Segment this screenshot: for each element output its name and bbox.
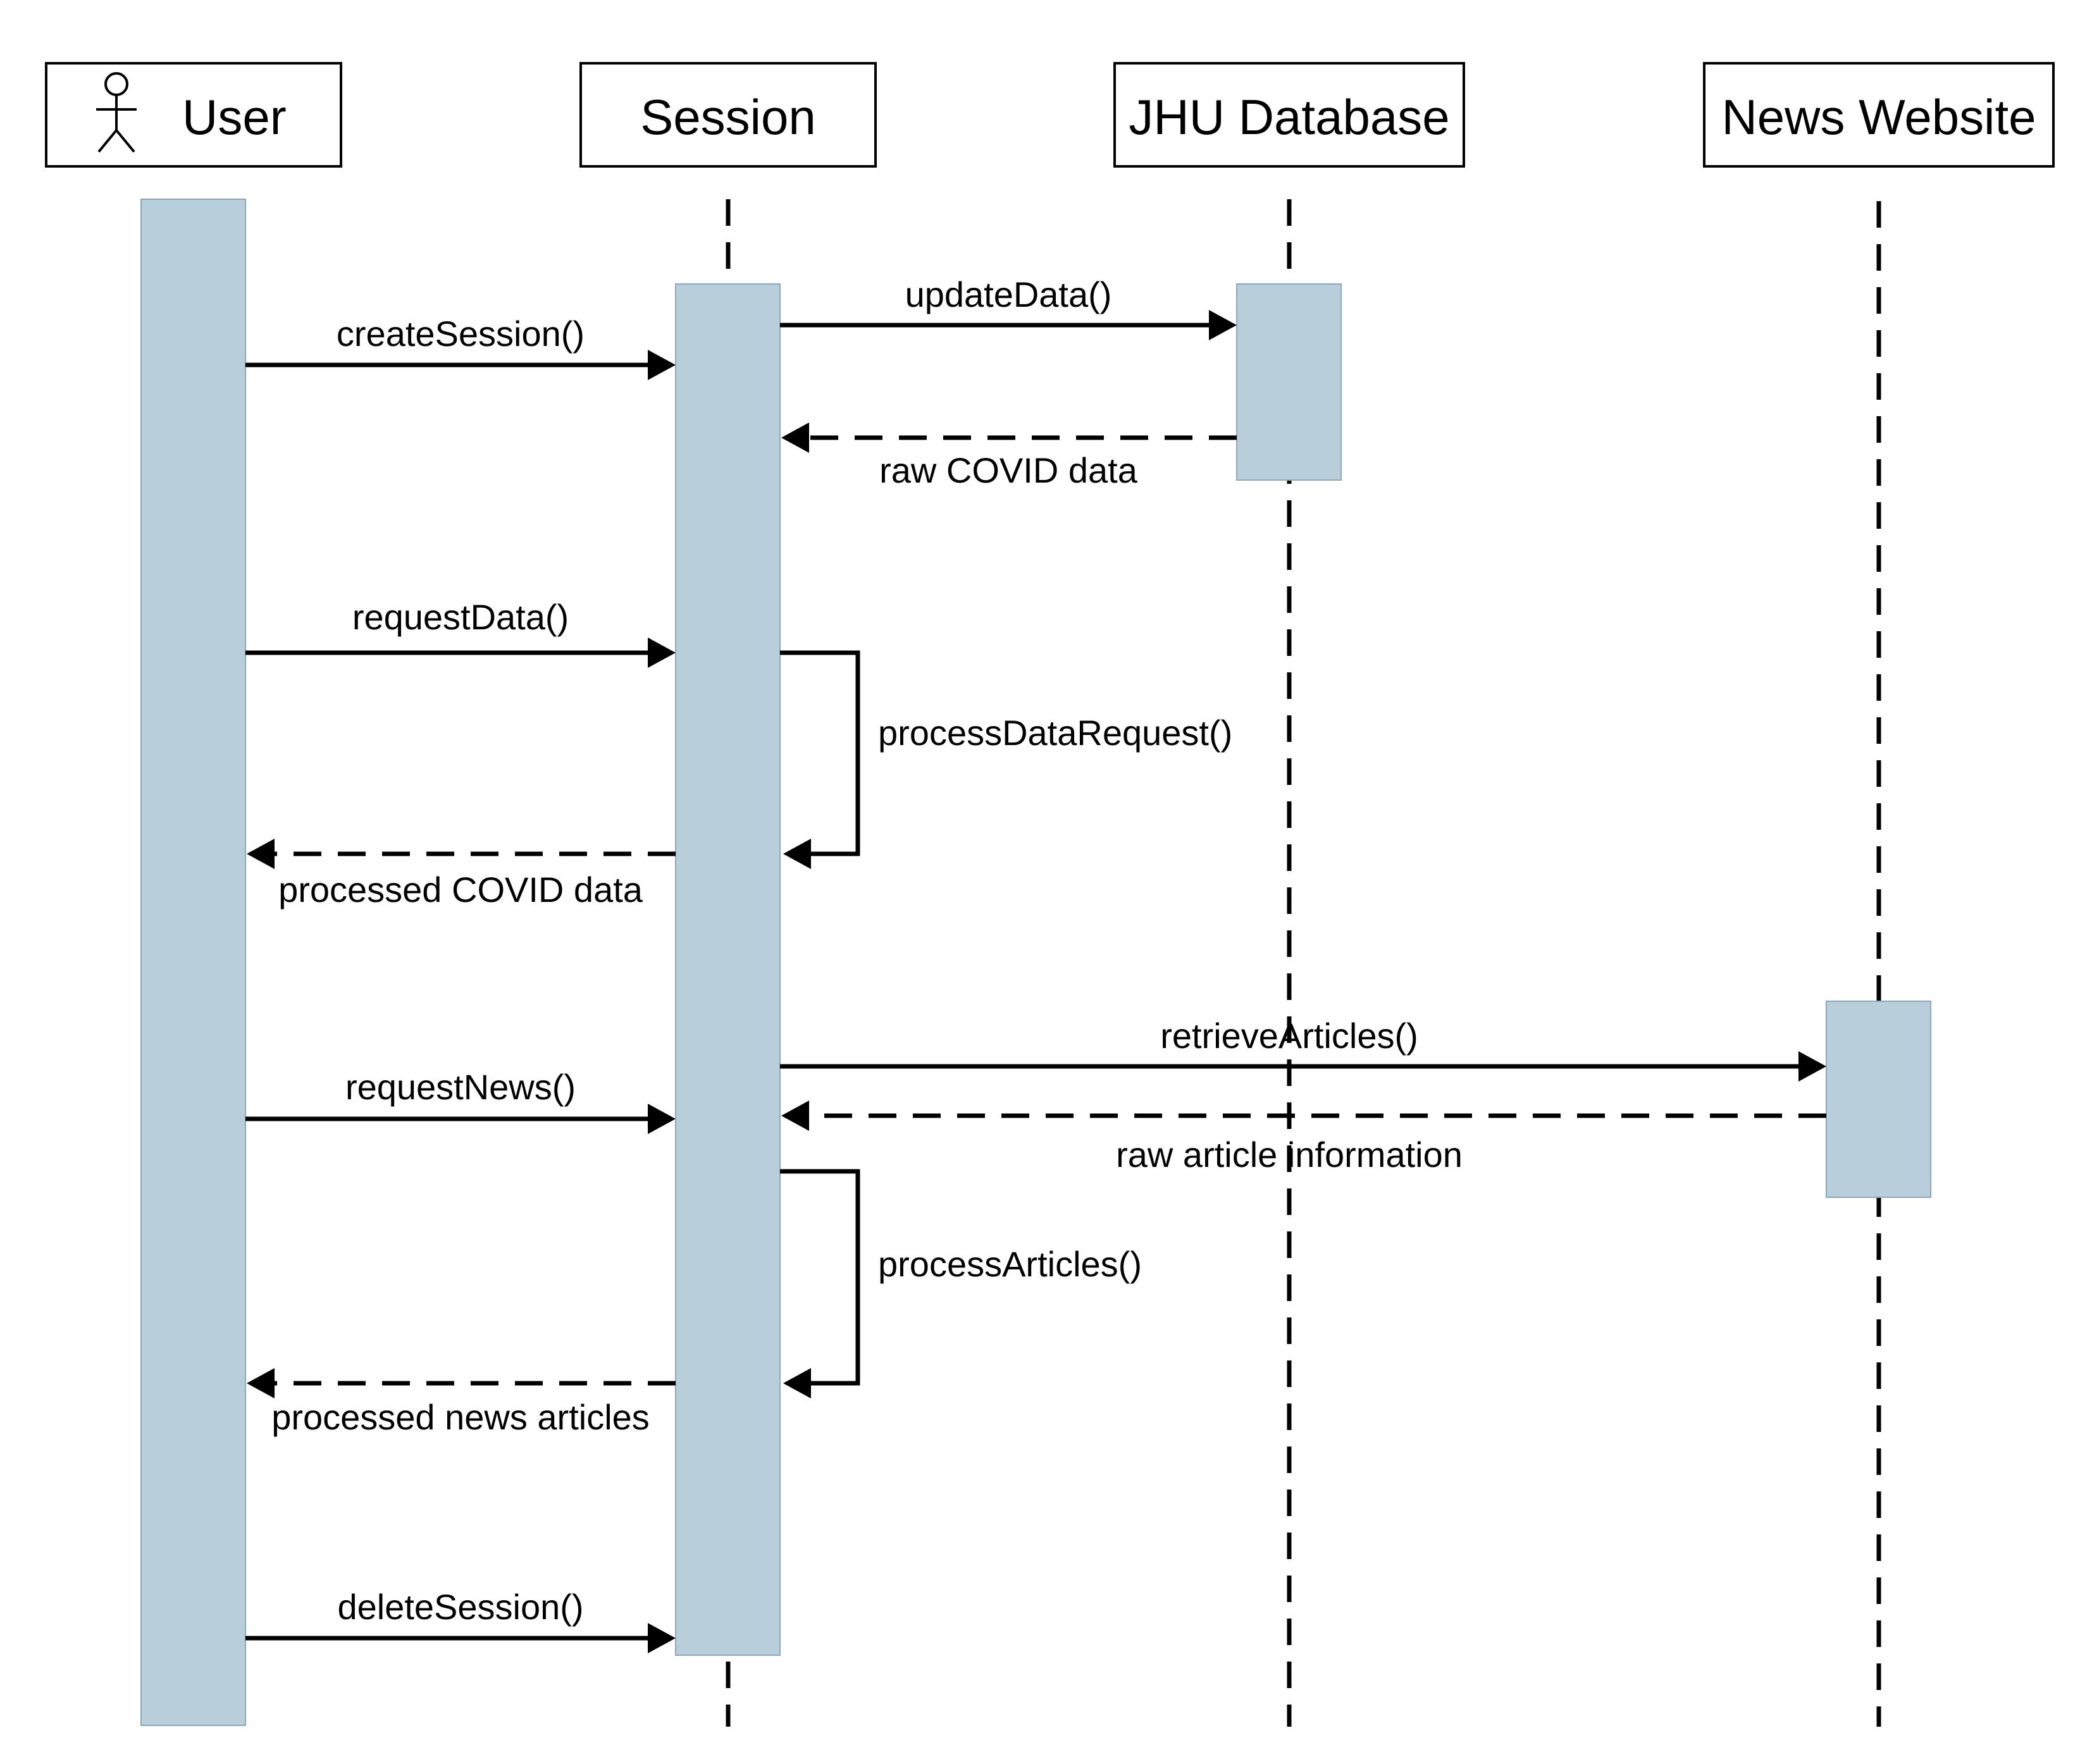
actor-icon (96, 72, 137, 153)
activation-user (140, 199, 246, 1726)
activation-session (675, 283, 781, 1656)
message-raw-covid-data: raw COVID data (781, 422, 1237, 490)
message-label: retrieveArticles() (1160, 1016, 1418, 1056)
participant-session: Session (579, 62, 877, 168)
message-label: requestNews() (345, 1067, 576, 1107)
message-label: processDataRequest() (878, 713, 1232, 753)
message-delete-session: deleteSession() (245, 1587, 676, 1653)
participant-user: User (45, 62, 342, 168)
message-process-articles: processArticles() (780, 1169, 1142, 1398)
message-processed-news-articles: processed news articles (247, 1368, 676, 1437)
message-label: processArticles() (878, 1244, 1142, 1284)
message-label: createSession() (337, 314, 585, 354)
message-label: processed COVID data (278, 870, 643, 910)
participant-label-news-website: News Website (1721, 89, 2036, 145)
message-retrieve-articles: retrieveArticles() (780, 1016, 1826, 1082)
message-request-data: requestData() (245, 597, 676, 668)
message-create-session: createSession() (245, 314, 676, 380)
participant-news-website: News Website (1703, 62, 2055, 168)
message-label: processed news articles (271, 1397, 650, 1437)
message-process-data-request: processDataRequest() (780, 650, 1232, 869)
message-label: deleteSession() (337, 1587, 583, 1627)
message-label: requestData() (352, 597, 569, 637)
message-request-news: requestNews() (245, 1067, 676, 1134)
message-label: raw COVID data (879, 450, 1138, 490)
message-label: raw article information (1116, 1135, 1463, 1175)
message-label: updateData() (905, 274, 1112, 314)
participant-label-user: User (182, 89, 287, 145)
message-raw-article-information: raw article information (781, 1101, 1826, 1175)
participant-jhu-database: JHU Database (1113, 62, 1465, 168)
activation-news-website (1826, 1001, 1931, 1198)
participant-label-session: Session (640, 89, 816, 145)
activation-jhu-database (1236, 283, 1342, 481)
message-update-data: updateData() (780, 274, 1237, 340)
message-processed-covid-data: processed COVID data (247, 839, 676, 910)
participant-label-jhu-database: JHU Database (1129, 89, 1449, 145)
